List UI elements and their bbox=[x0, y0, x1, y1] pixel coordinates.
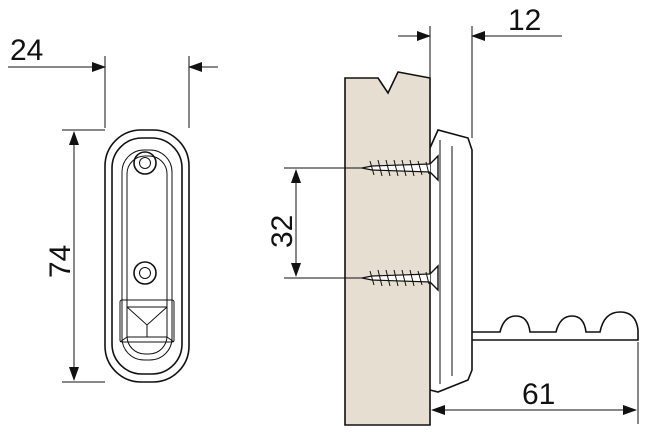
screw-hole-top bbox=[133, 151, 157, 175]
bracket-outer-outline bbox=[104, 129, 190, 383]
dimension-screw-spacing-label: 32 bbox=[266, 215, 299, 248]
bracket-slot bbox=[121, 149, 173, 361]
wood-board bbox=[344, 71, 431, 426]
support-rail bbox=[472, 311, 639, 341]
front-view: 24 74 bbox=[8, 34, 218, 383]
dimension-depth-label: 12 bbox=[508, 4, 541, 37]
screw-hole-bottom bbox=[133, 261, 157, 285]
dimension-height-label: 74 bbox=[44, 245, 77, 278]
bracket-slot-inner bbox=[126, 155, 168, 355]
dimension-depth: 12 bbox=[398, 4, 562, 138]
clip-tab bbox=[119, 299, 175, 343]
dimension-height: 74 bbox=[44, 129, 105, 383]
bracket-profile bbox=[429, 129, 473, 393]
dimension-length-label: 61 bbox=[522, 378, 555, 411]
screw-top bbox=[361, 154, 439, 182]
side-view: 12 32 61 bbox=[266, 4, 639, 426]
dimension-width: 24 bbox=[8, 34, 218, 128]
dimension-length: 61 bbox=[431, 342, 639, 424]
bracket-inner-outline bbox=[111, 137, 183, 375]
dimension-width-label: 24 bbox=[10, 34, 43, 67]
dimension-screw-spacing: 32 bbox=[266, 167, 362, 279]
